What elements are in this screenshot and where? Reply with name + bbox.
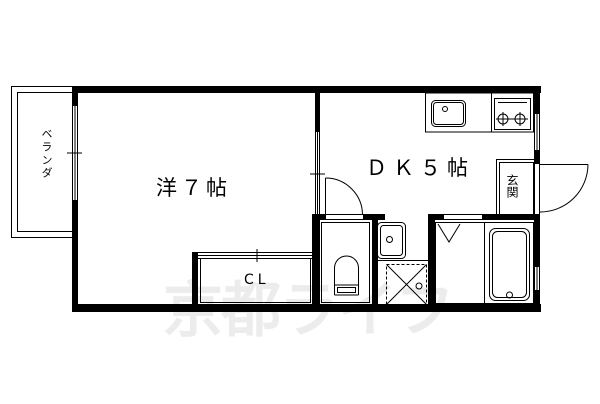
toilet-door: [325, 177, 363, 216]
entrance-label: 玄関: [505, 174, 519, 198]
balcony-label: ベランダ: [40, 128, 53, 180]
partition-wall: [310, 92, 325, 215]
dining-kitchen-label: ＤＫ５帖: [366, 156, 474, 180]
western-room-label: 洋７帖: [156, 176, 231, 200]
washroom: [377, 222, 433, 305]
entrance-door: [534, 164, 589, 215]
outer-walls: [72, 86, 541, 312]
kitchen-window: [534, 114, 540, 150]
balcony-window: [67, 106, 82, 200]
closet-label: CL: [244, 272, 270, 288]
bath-window: [534, 267, 540, 290]
kitchen-counter: [425, 92, 534, 133]
closet: [192, 249, 312, 312]
toilet-room: [312, 214, 385, 312]
bath-area: [428, 214, 540, 312]
